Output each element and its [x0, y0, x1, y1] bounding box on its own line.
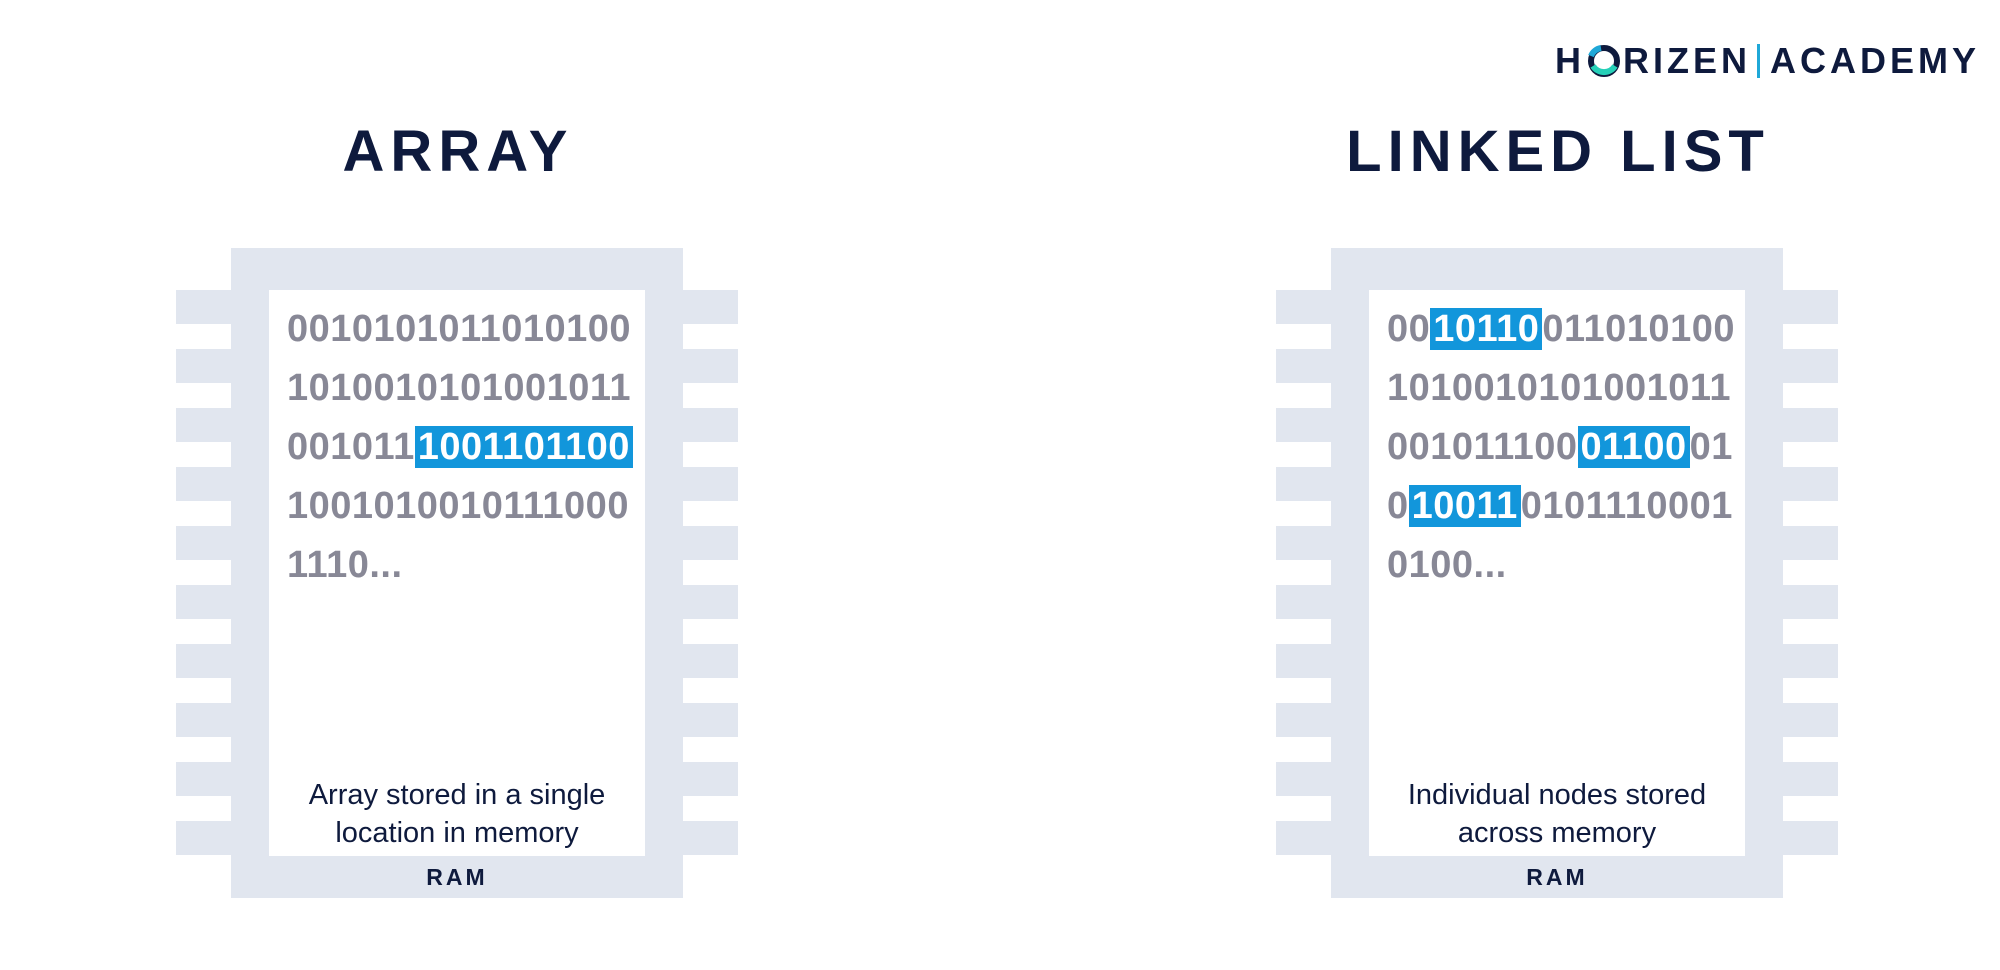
binary-line: 0100...	[1387, 536, 1735, 595]
chip-pin	[683, 762, 738, 796]
binary-line: 1010010101001011	[1387, 359, 1735, 418]
bits: 001011	[287, 426, 415, 468]
binary-line: 0010111000110001	[1387, 418, 1735, 477]
chip-pin	[683, 644, 738, 678]
binary-line: 0100110101110001	[1387, 477, 1735, 536]
binary-line: 1110...	[287, 536, 633, 595]
highlighted-bits: 1001101100	[414, 426, 633, 468]
bits: 1010010101001011	[1387, 367, 1732, 409]
logo-divider	[1757, 44, 1760, 78]
chip-pin	[683, 585, 738, 619]
chip-pin	[1276, 408, 1331, 442]
chip-pin	[1276, 467, 1331, 501]
logo-word-rizen: RIZEN	[1623, 40, 1751, 81]
binary-line: 0010110011010100	[1387, 300, 1735, 359]
chip-pin	[176, 821, 231, 855]
chip-pin	[1783, 467, 1838, 501]
binary-line: 0010101011010100	[287, 300, 633, 359]
chip-pin	[1276, 349, 1331, 383]
binary-line: 0010111001101100	[287, 418, 633, 477]
chip-pin	[683, 349, 738, 383]
chip-pin	[1783, 526, 1838, 560]
chip-caption: Individual nodes stored across memory	[1369, 776, 1745, 852]
bits: 001011100	[1387, 426, 1578, 468]
bits: 00	[1387, 308, 1431, 350]
caption-line-1: Array stored in a single	[308, 779, 606, 811]
highlighted-bits: 10110	[1430, 308, 1543, 350]
bits: 0010101011010100	[287, 308, 632, 350]
highlighted-bits: 10011	[1408, 485, 1521, 527]
chip-pin	[176, 408, 231, 442]
chip-pin	[1276, 703, 1331, 737]
bits: 01	[1689, 426, 1733, 468]
chip-pin	[683, 526, 738, 560]
chip-pin	[176, 644, 231, 678]
chip-pin	[683, 408, 738, 442]
ram-label: RAM	[426, 864, 488, 890]
chip-pin	[1783, 349, 1838, 383]
chip-pin	[176, 703, 231, 737]
chip-pin	[1276, 290, 1331, 324]
caption-line-2: location in memory	[335, 817, 579, 849]
bits: 1110...	[287, 544, 403, 586]
chip-pin	[1783, 762, 1838, 796]
horizen-academy-logo: H RIZEN ACADEMY	[1555, 38, 1980, 84]
chip-pin	[1276, 821, 1331, 855]
caption-line-1: Individual nodes stored	[1407, 779, 1707, 811]
logo-letter-h: H	[1555, 40, 1585, 81]
chip-pin	[1783, 585, 1838, 619]
binary-line: 1001010010111000	[287, 477, 633, 536]
chip-pin	[683, 703, 738, 737]
array-title: ARRAY	[342, 119, 574, 184]
ram-label: RAM	[1526, 864, 1588, 890]
chip-pin	[1783, 821, 1838, 855]
chip-pin	[176, 526, 231, 560]
chip-pin	[176, 290, 231, 324]
chip-caption: Array stored in a single location in mem…	[269, 776, 645, 852]
highlighted-bits: 01100	[1577, 426, 1690, 468]
bits: 1001010010111000	[287, 485, 629, 527]
chip-pin	[176, 349, 231, 383]
binary-line: 1010010101001011	[287, 359, 633, 418]
chip-pin	[1276, 762, 1331, 796]
chip-pin	[683, 290, 738, 324]
chip-pin	[1783, 408, 1838, 442]
bits: 0	[1387, 485, 1409, 527]
horizen-o-icon	[1588, 45, 1620, 77]
linked-list-title: LINKED LIST	[1346, 119, 1770, 184]
bits: 0100...	[1387, 544, 1507, 586]
chip-pin	[176, 467, 231, 501]
chip-pin	[176, 585, 231, 619]
caption-line-2: across memory	[1457, 817, 1657, 849]
bits: 0101110001	[1520, 485, 1733, 527]
chip-pin	[1783, 290, 1838, 324]
chip-pin	[1276, 644, 1331, 678]
bits: 011010100	[1542, 308, 1735, 350]
chip-pin	[683, 467, 738, 501]
chip-pin	[1783, 644, 1838, 678]
chip-pin	[176, 762, 231, 796]
chip-pin	[1276, 585, 1331, 619]
bits: 1010010101001011	[287, 367, 632, 409]
chip-pin	[1783, 703, 1838, 737]
chip-pin	[683, 821, 738, 855]
logo-word-academy: ACADEMY	[1770, 40, 1981, 81]
chip-pin	[1276, 526, 1331, 560]
